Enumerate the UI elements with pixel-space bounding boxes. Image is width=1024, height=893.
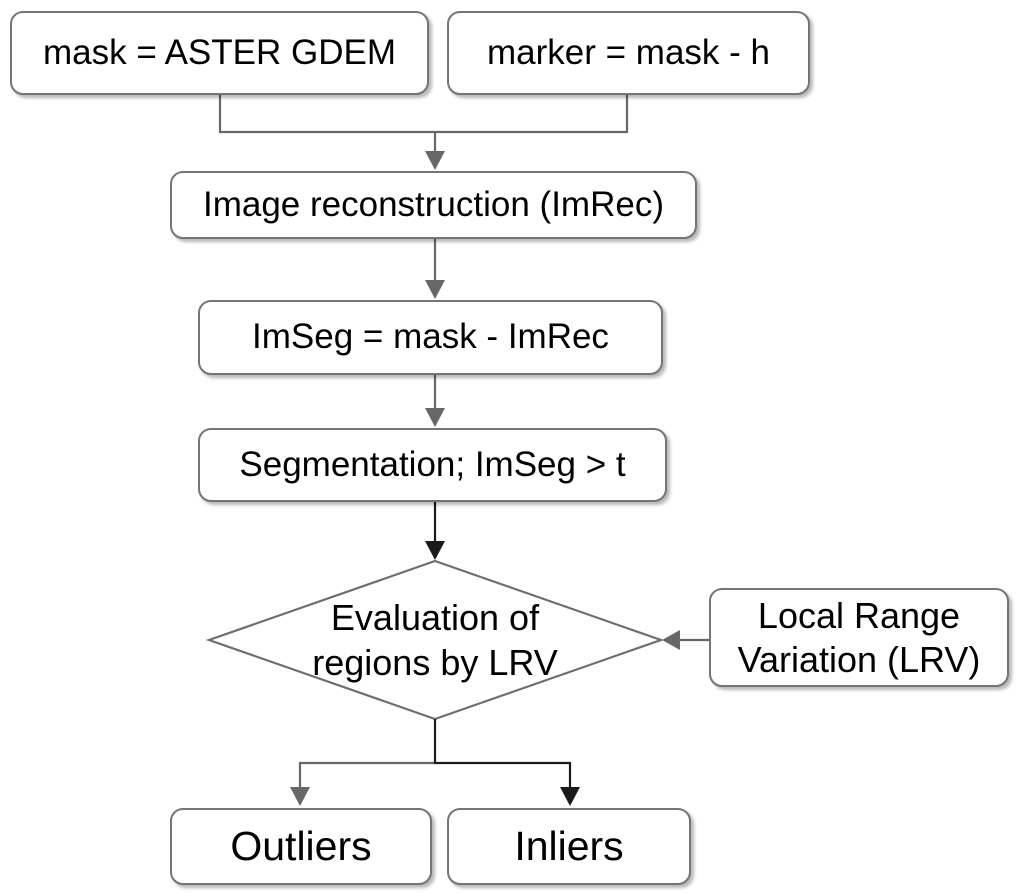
- node-local-range-variation: Local Range Variation (LRV): [709, 588, 1009, 687]
- node-segmentation-label: Segmentation; ImSeg > t: [239, 444, 626, 484]
- node-outliers: Outliers: [170, 808, 432, 885]
- node-evaluation-label: Evaluation of regions by LRV: [312, 597, 558, 683]
- node-imrec-label: Image reconstruction (ImRec): [203, 184, 664, 224]
- node-segmentation: Segmentation; ImSeg > t: [198, 428, 667, 502]
- edge-lrv-to-evaluation: [662, 630, 709, 650]
- node-outliers-label: Outliers: [230, 823, 372, 870]
- edge-imseg-to-segmentation: [425, 375, 445, 427]
- node-mask-label: mask = ASTER GDEM: [43, 32, 396, 72]
- node-lrv-label: Local Range Variation (LRV): [737, 594, 981, 680]
- node-imseg: ImSeg = mask - ImRec: [198, 300, 663, 375]
- edge-imrec-to-imseg: [425, 239, 445, 299]
- node-marker-label: marker = mask - h: [487, 32, 770, 72]
- node-mask-input: mask = ASTER GDEM: [10, 11, 429, 95]
- node-inliers: Inliers: [447, 808, 691, 885]
- node-evaluation-decision: Evaluation of regions by LRV: [290, 580, 580, 700]
- node-imseg-label: ImSeg = mask - ImRec: [252, 317, 609, 357]
- node-marker-input: marker = mask - h: [447, 11, 810, 95]
- edge-inputs-merge: [218, 95, 629, 170]
- node-inliers-label: Inliers: [514, 823, 624, 870]
- edge-evaluation-to-outliers: [290, 761, 435, 806]
- node-image-reconstruction: Image reconstruction (ImRec): [170, 171, 697, 239]
- edge-segmentation-to-evaluation: [425, 502, 445, 560]
- edge-evaluation-to-inliers: [433, 719, 580, 806]
